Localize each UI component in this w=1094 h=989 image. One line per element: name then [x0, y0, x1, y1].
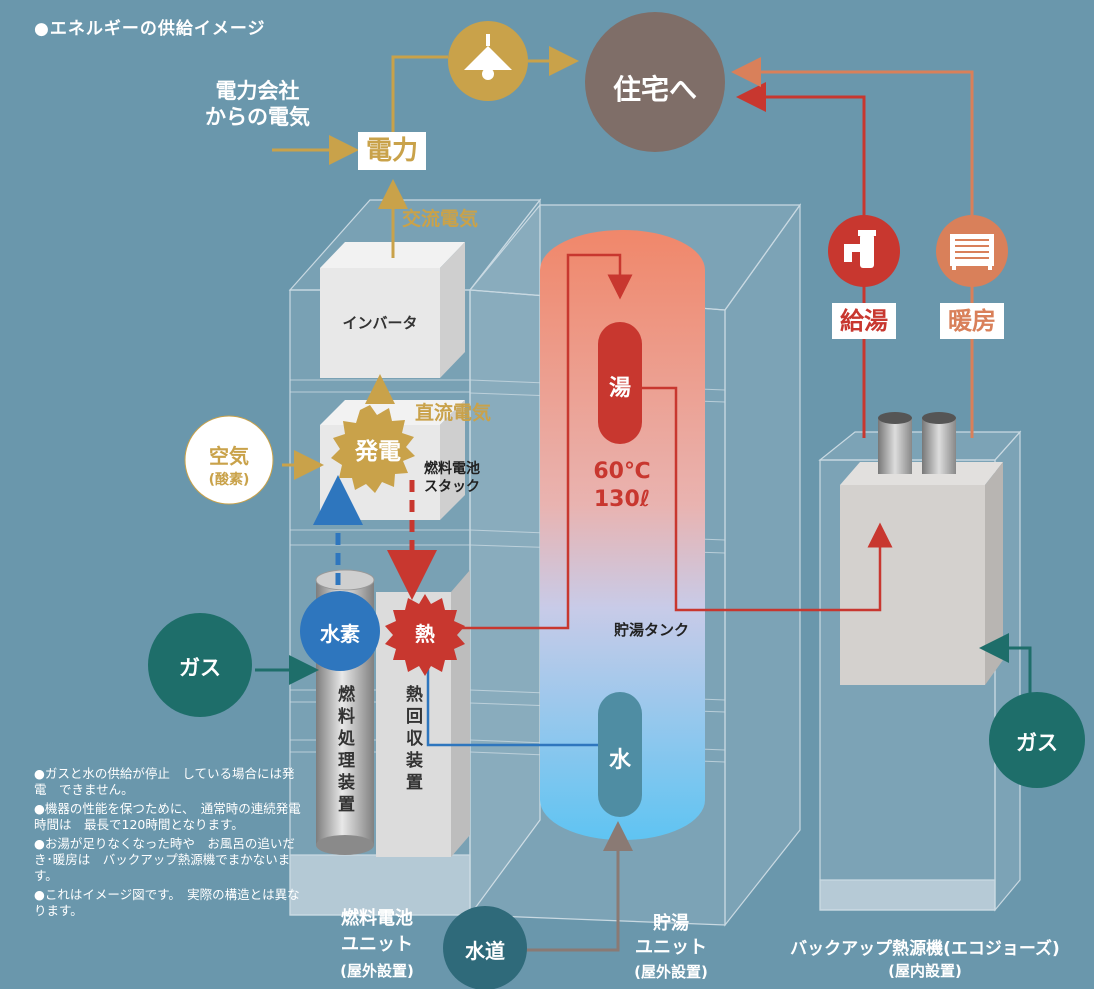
fuel-cell-unit-label: 燃料電池 ユニット (屋外設置) — [312, 906, 442, 984]
suiso-label: 水素 — [320, 622, 360, 646]
backup-unit-label: バックアップ熱源機(エコジョーズ) (屋内設置) — [760, 938, 1090, 982]
fuel-cell-unit-line3: (屋外設置) — [340, 962, 414, 980]
netsu-burst — [385, 594, 465, 676]
stack-label-line2: スタック — [424, 479, 480, 495]
notes-list: ●ガスと水の供給が停止 している場合には発電 できません。 ●機器の性能を保つた… — [34, 766, 304, 922]
storage-unit-line1: 貯湯 — [653, 913, 689, 934]
danbo-label: 暖房 — [940, 303, 1004, 339]
backup-unit-line2: (屋内設置) — [888, 962, 962, 980]
page-title: ●エネルギーの供給イメージ — [34, 19, 266, 39]
fuel-processor-label: 燃料処理装置 — [334, 685, 354, 817]
air-label: 空気 (酸素) — [185, 440, 273, 489]
kyuto-label: 給湯 — [832, 303, 896, 339]
stack-label-line1: 燃料電池 — [424, 461, 480, 477]
backup-unit-line1: バックアップ熱源機(エコジョーズ) — [790, 939, 1060, 959]
power-company-line1: 電力会社 — [215, 79, 300, 103]
water-label: 水 — [608, 748, 631, 773]
note-item: ●機器の性能を保つために、 通常時の連続発電時間は 最長で120時間となります。 — [34, 801, 301, 832]
power-company-line2: からの電気 — [205, 105, 310, 129]
note-item: ●お湯が足りなくなった時や お風呂の追いだき･暖房は バックアップ熱源機でまかな… — [34, 836, 295, 883]
hot-water-label: 湯 — [608, 376, 631, 401]
house-label: 住宅へ — [612, 73, 697, 106]
radiator-icon — [950, 234, 994, 270]
power-company-label: 電力会社 からの電気 — [205, 78, 310, 130]
note-item: ●これはイメージ図です。 実際の構造とは異なります。 — [34, 887, 300, 918]
netsu-label: 熱 — [415, 622, 435, 646]
chokuryu-label: 直流電気 — [415, 402, 492, 424]
fuel-cell-unit-line1: 燃料電池 — [341, 908, 413, 929]
tank-label: 貯湯タンク — [614, 621, 690, 639]
fuel-cell-unit-line2: ユニット — [341, 934, 413, 955]
denryoku-label: 電力 — [358, 132, 426, 170]
heat-recovery-label: 熱回収装置 — [402, 685, 422, 795]
gas-left-label: ガス — [179, 656, 221, 680]
lamp-icon — [464, 34, 512, 80]
storage-unit-label: 貯湯 ユニット (屋外設置) — [606, 912, 736, 984]
gas-right-label: ガス — [1016, 731, 1058, 755]
hatsuden-label: 発電 — [355, 439, 401, 465]
suido-label: 水道 — [465, 939, 505, 963]
air-label-line2: (酸素) — [208, 472, 250, 488]
koryu-label: 交流電気 — [402, 208, 479, 230]
stack-label: 燃料電池 スタック — [424, 460, 480, 496]
hatsuden-burst — [331, 405, 415, 493]
storage-unit-line3: (屋外設置) — [634, 963, 708, 981]
storage-unit-line2: ユニット — [635, 937, 707, 958]
faucet-icon — [844, 230, 876, 268]
tank-temp: 60℃ — [593, 459, 651, 484]
storage-tank — [540, 230, 705, 840]
tank-spec: 60℃ 130ℓ — [582, 458, 662, 514]
inverter-label: インバータ — [342, 314, 418, 332]
tank-volume: 130ℓ — [593, 487, 651, 512]
note-item: ●ガスと水の供給が停止 している場合には発電 できません。 — [34, 766, 295, 797]
air-label-line1: 空気 — [209, 444, 249, 468]
